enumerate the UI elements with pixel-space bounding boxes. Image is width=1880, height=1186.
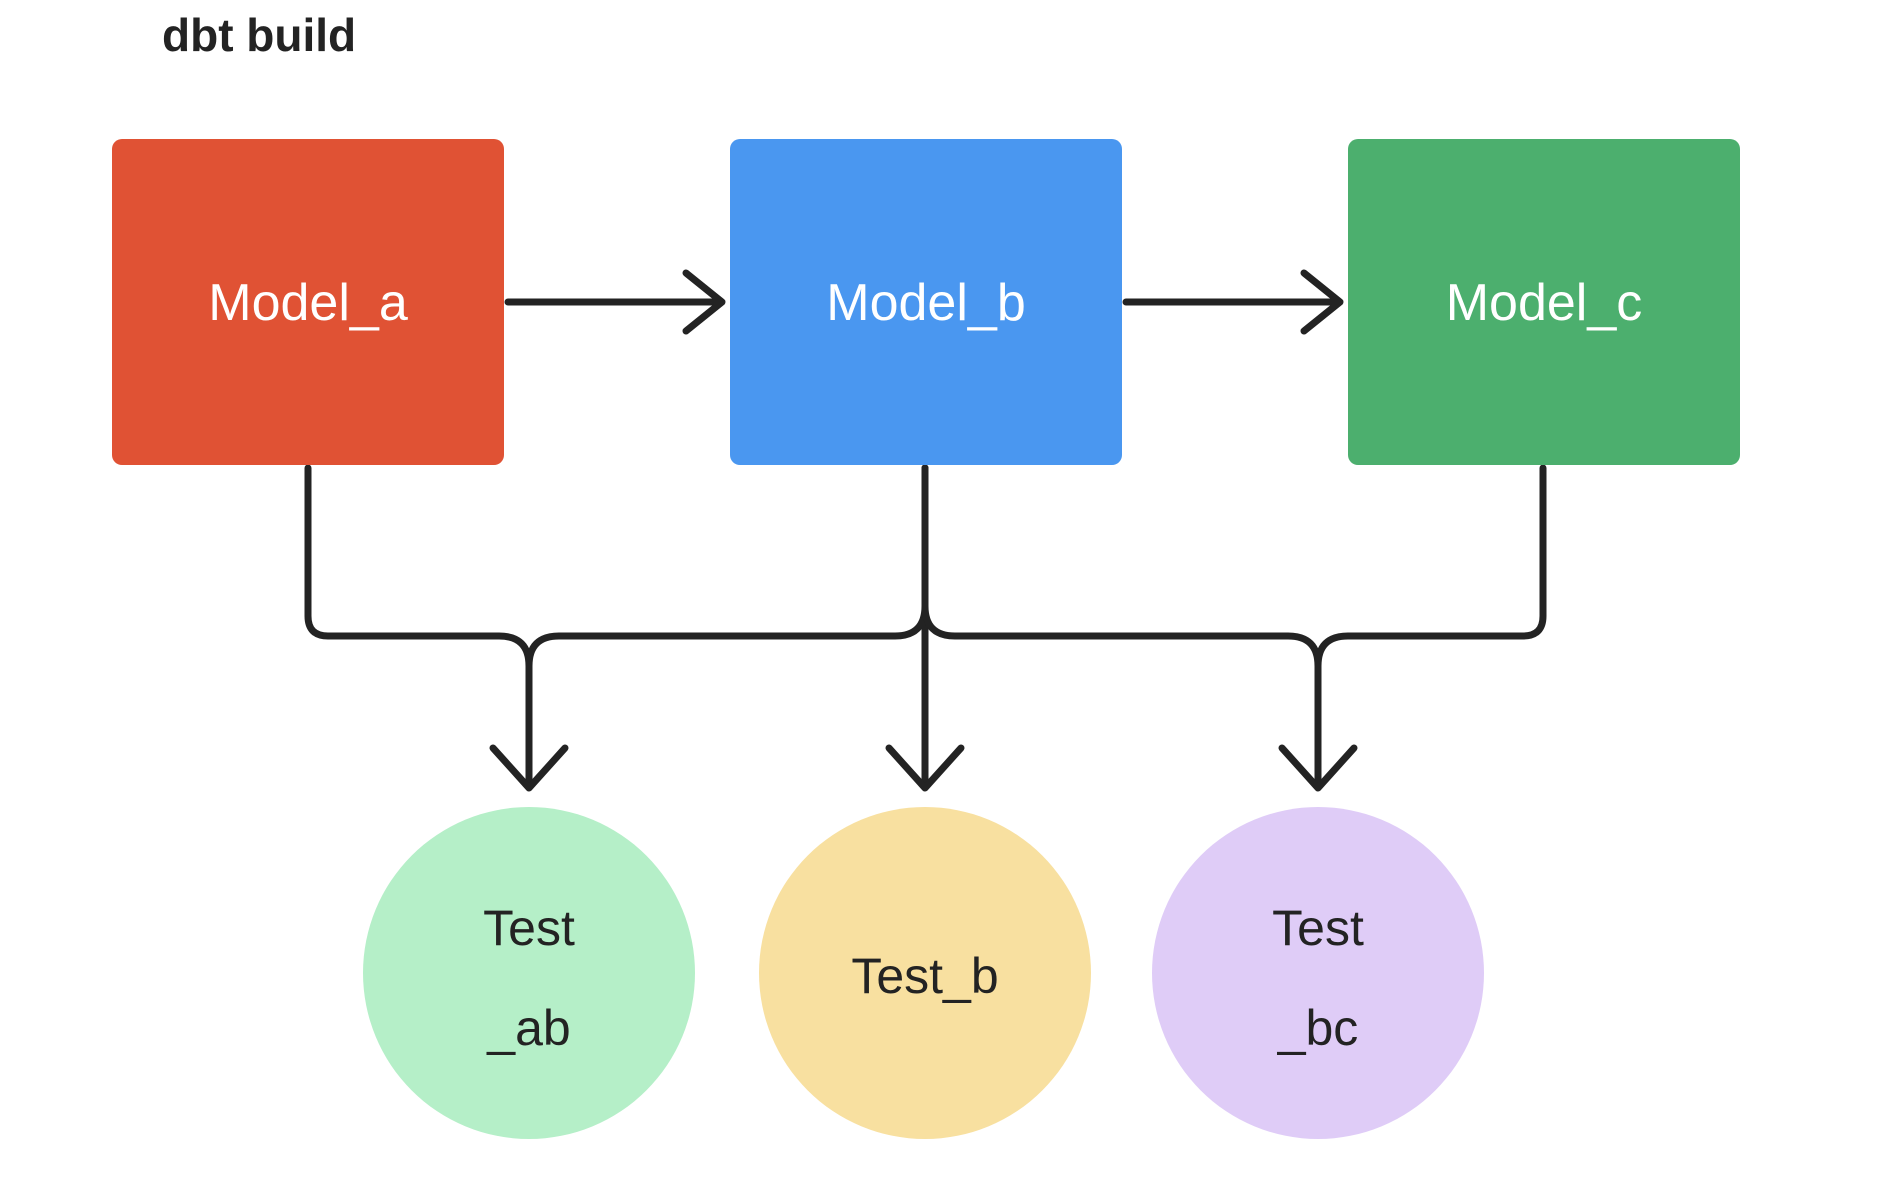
edge-model-b-to-test-bc (921, 464, 1322, 784)
edge-model-a-to-model-b (504, 269, 726, 335)
model-node-model-c[interactable]: Model_c (1348, 139, 1740, 465)
model-node-model-b[interactable]: Model_b (730, 139, 1122, 465)
model-b-rect[interactable] (730, 139, 1122, 465)
edge-model-b-to-model-c (1122, 269, 1344, 335)
test-bc-circle[interactable] (1152, 807, 1484, 1139)
edge-model-b-to-test-ab (525, 464, 929, 784)
model-node-model-a[interactable]: Model_a (112, 139, 504, 465)
model-c-rect[interactable] (1348, 139, 1740, 465)
test-b-circle[interactable] (759, 807, 1091, 1139)
test-node-test-b[interactable]: Test_b (759, 807, 1091, 1139)
diagram-title: dbt build (162, 9, 357, 61)
edge-layer (304, 269, 1547, 792)
test-ab-circle[interactable] (363, 807, 695, 1139)
edge-model-c-to-test-bc (1314, 464, 1547, 784)
arrowhead-test-bc (1278, 744, 1358, 792)
model-a-rect[interactable] (112, 139, 504, 465)
test-node-test-ab[interactable]: Test _ab (363, 807, 695, 1139)
edge-model-a-to-test-ab (304, 464, 533, 784)
arrowhead-test-ab (489, 744, 569, 792)
arrowhead-test-b (885, 744, 965, 792)
test-node-test-bc[interactable]: Test _bc (1152, 807, 1484, 1139)
